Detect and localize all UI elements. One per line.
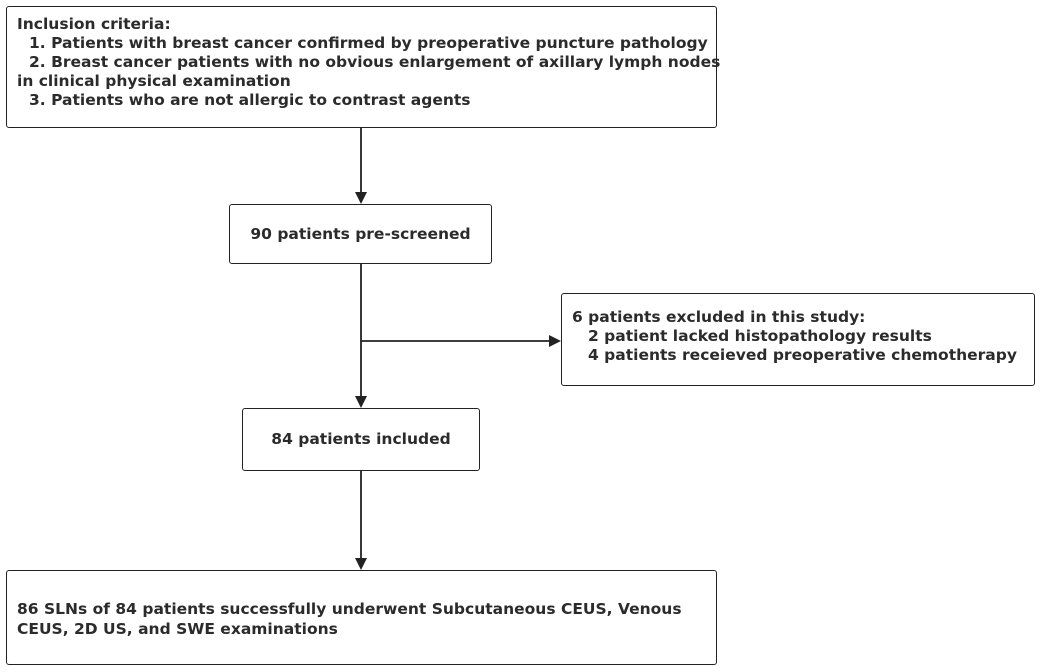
inclusion-item-3: 3. Patients who are not allergic to cont…: [29, 91, 471, 109]
inclusion-item-1: 1. Patients with breast cancer confirmed…: [29, 34, 708, 52]
inclusion-title: Inclusion criteria:: [17, 15, 171, 33]
included-box: 84 patients included: [242, 408, 480, 471]
included-label: 84 patients included: [271, 430, 451, 448]
final-line-1: 86 SLNs of 84 patients successfully unde…: [17, 600, 682, 618]
excluded-reason-1: 2 patient lacked histopathology results: [588, 327, 932, 345]
final-line-2: CEUS, 2D US, and SWE examinations: [17, 620, 338, 638]
inclusion-criteria-box: Inclusion criteria: 1. Patients with bre…: [6, 6, 721, 128]
excluded-reason-2: 4 patients receieved preoperative chemot…: [588, 346, 1017, 364]
prescreened-box: 90 patients pre-screened: [229, 204, 492, 264]
excluded-title: 6 patients excluded in this study:: [572, 308, 866, 326]
inclusion-item-2-continued: in clinical physical examination: [17, 72, 291, 90]
final-outcome-box: 86 SLNs of 84 patients successfully unde…: [6, 570, 717, 665]
excluded-box: 6 patients excluded in this study: 2 pat…: [561, 293, 1035, 386]
inclusion-item-2: 2. Breast cancer patients with no obviou…: [29, 53, 721, 71]
prescreened-label: 90 patients pre-screened: [250, 224, 471, 243]
